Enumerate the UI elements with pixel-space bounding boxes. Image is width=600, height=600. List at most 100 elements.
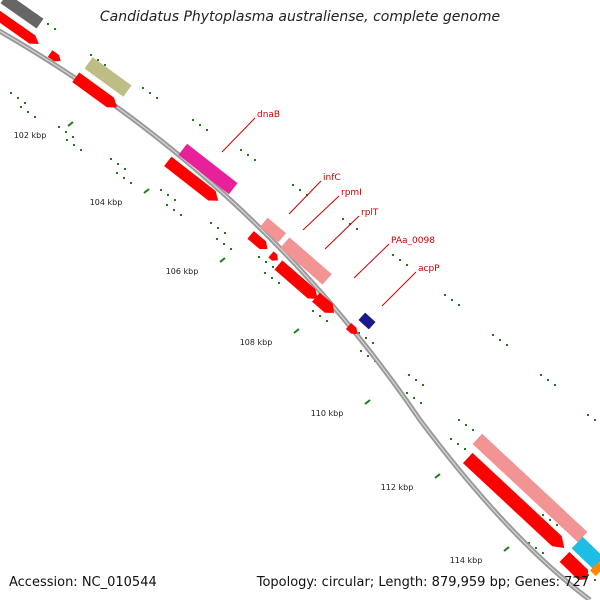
- guide-dot: [326, 320, 328, 322]
- guide-dot: [451, 299, 453, 301]
- guide-dot: [174, 199, 176, 201]
- guide-dot: [142, 87, 144, 89]
- guide-dot: [406, 392, 408, 394]
- gene-feature-red[interactable]: [247, 231, 270, 253]
- gene-feature-red[interactable]: [268, 251, 280, 263]
- gene-feature-red[interactable]: [72, 72, 120, 112]
- tick-mark: [364, 399, 371, 405]
- guide-dot: [247, 154, 249, 156]
- guide-dot: [406, 264, 408, 266]
- guide-dot: [58, 126, 60, 128]
- gene-feature-red[interactable]: [164, 156, 222, 206]
- gene-label[interactable]: dnaB: [257, 110, 280, 120]
- gene-label-leader: [221, 117, 256, 153]
- gene-label[interactable]: acpP: [418, 264, 440, 274]
- guide-dot: [556, 524, 558, 526]
- guide-dot: [123, 177, 125, 179]
- guide-dot: [458, 419, 460, 421]
- guide-dot: [528, 542, 530, 544]
- guide-dot: [116, 172, 118, 174]
- gene-feature-red[interactable]: [47, 50, 63, 64]
- guide-dot: [358, 332, 360, 334]
- guide-dot: [104, 64, 106, 66]
- guide-dot: [360, 350, 362, 352]
- guide-dot: [130, 182, 132, 184]
- guide-dot: [240, 149, 242, 151]
- guide-dot: [110, 158, 112, 160]
- guide-dot: [342, 218, 344, 220]
- guide-dot: [542, 552, 544, 554]
- guide-dot: [278, 282, 280, 284]
- gene-label-leader: [381, 271, 417, 307]
- guide-dot: [457, 443, 459, 445]
- guide-dot: [124, 168, 126, 170]
- guide-dot: [542, 514, 544, 516]
- gene-label[interactable]: rplT: [361, 208, 379, 218]
- gene-feature-infC[interactable]: [259, 217, 287, 243]
- guide-dot: [594, 419, 596, 421]
- guide-dot: [554, 384, 556, 386]
- gene-feature-red[interactable]: [462, 452, 569, 553]
- gene-feature-cyan[interactable]: [571, 536, 600, 570]
- gene-feature-red[interactable]: [559, 551, 593, 584]
- guide-dot: [117, 163, 119, 165]
- guide-dot: [444, 294, 446, 296]
- guide-dot: [540, 374, 542, 376]
- guide-dot: [160, 189, 162, 191]
- guide-dot: [192, 119, 194, 121]
- map-title: Candidatus Phytoplasma australiense, com…: [99, 9, 501, 25]
- guide-dot: [180, 214, 182, 216]
- guide-dot: [547, 379, 549, 381]
- gene-label-leader: [288, 180, 322, 215]
- gene-feature-red[interactable]: [274, 260, 321, 303]
- guide-dot: [210, 222, 212, 224]
- guide-dot: [271, 277, 273, 279]
- guide-dot: [549, 519, 551, 521]
- guide-dot: [415, 379, 417, 381]
- tick-label: 114 kbp: [450, 556, 483, 565]
- gene-feature-red[interactable]: [312, 292, 338, 318]
- tick-label: 106 kbp: [166, 267, 199, 276]
- gene-feature-olive[interactable]: [84, 57, 132, 97]
- gene-label[interactable]: PAa_0098: [391, 236, 435, 246]
- guide-dot: [319, 315, 321, 317]
- guide-dot: [499, 339, 501, 341]
- gene-feature-red[interactable]: [345, 323, 360, 337]
- guide-dot: [464, 448, 466, 450]
- guide-dot: [272, 266, 274, 268]
- guide-dot: [408, 374, 410, 376]
- guide-dot: [420, 402, 422, 404]
- gene-feature-pink[interactable]: [472, 433, 588, 543]
- gene-feature-gray[interactable]: [0, 0, 44, 29]
- summary-label: Topology: circular; Length: 879,959 bp; …: [256, 575, 589, 590]
- gene-feature-orange[interactable]: [589, 561, 600, 577]
- gene-label[interactable]: rpmI: [341, 188, 362, 198]
- tick-label: 108 kbp: [240, 338, 273, 347]
- guide-dot: [413, 397, 415, 399]
- tick-mark: [67, 121, 74, 127]
- guide-dot: [392, 254, 394, 256]
- gene-feature-rplT[interactable]: [280, 237, 332, 285]
- guide-dot: [422, 384, 424, 386]
- guide-dot: [372, 342, 374, 344]
- tick-label: 110 kbp: [311, 409, 344, 418]
- guide-dot: [367, 355, 369, 357]
- feature-track: [0, 0, 600, 584]
- guide-dot: [17, 97, 19, 99]
- guide-dot: [47, 23, 49, 25]
- guide-dot: [54, 28, 56, 30]
- gene-feature-red[interactable]: [0, 7, 42, 48]
- gene-feature-dnaB[interactable]: [178, 143, 238, 195]
- guide-dot: [166, 204, 168, 206]
- guide-dot: [80, 149, 82, 151]
- guide-dot: [587, 414, 589, 416]
- gene-label-leader: [353, 243, 390, 279]
- tick-mark: [434, 473, 441, 479]
- tick-mark: [143, 188, 150, 194]
- guide-dot: [587, 574, 589, 576]
- gene-label[interactable]: infC: [323, 173, 341, 183]
- guide-dot: [254, 159, 256, 161]
- tick-mark: [293, 328, 300, 334]
- gene-feature-acpP[interactable]: [358, 312, 376, 330]
